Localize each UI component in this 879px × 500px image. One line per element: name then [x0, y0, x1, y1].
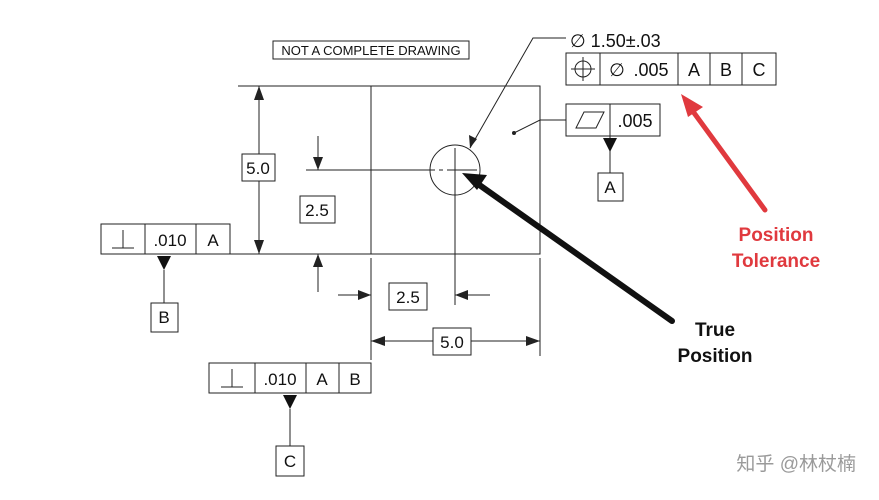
- watermark: 知乎 @林杖楠: [736, 453, 856, 475]
- datum-b-label: B: [158, 308, 169, 327]
- position-symbol-icon: [571, 57, 595, 81]
- width-dimension: 5.0: [371, 258, 541, 356]
- true-position-label-1: True: [695, 320, 735, 341]
- perpendicularity-b-frame: .010 A B: [100, 223, 231, 333]
- position-diameter-symbol: ∅: [609, 60, 625, 80]
- perpendicularity-icon: [112, 230, 134, 249]
- drawing-note: NOT A COMPLETE DRAWING: [272, 40, 470, 60]
- perp-b-datum-a: A: [207, 231, 219, 250]
- flatness-symbol-icon: [575, 111, 605, 129]
- datum-a-triangle: [603, 138, 617, 152]
- hole-x-dimension-value: 2.5: [396, 288, 420, 307]
- hole: [405, 144, 481, 305]
- position-tolerance-label-1: Position: [739, 225, 814, 246]
- position-feature-control-frame: ∅ .005 A B C: [565, 52, 777, 86]
- datum-c-triangle: [283, 395, 297, 409]
- hole-y-dimension: 2.5: [299, 136, 415, 292]
- perp-b-tolerance: .010: [153, 231, 186, 250]
- note-text: NOT A COMPLETE DRAWING: [281, 43, 460, 58]
- position-datum-b: B: [720, 60, 732, 80]
- flatness-tolerance-value: .005: [617, 111, 652, 131]
- height-dimension-value: 5.0: [246, 159, 270, 178]
- hole-y-dimension-value: 2.5: [305, 201, 329, 220]
- hole-diameter-text: ∅ 1.50±.03: [570, 31, 661, 51]
- perp-c-datum-b: B: [349, 370, 360, 389]
- datum-a-label: A: [604, 178, 616, 197]
- flatness-feature-control-frame: .005 A: [512, 103, 661, 202]
- height-dimension: 5.0: [238, 85, 371, 254]
- perpendicularity-icon: [221, 369, 243, 388]
- position-tolerance-arrow: [681, 94, 768, 213]
- hole-x-dimension: 2.5: [338, 258, 490, 360]
- datum-c-label: C: [284, 452, 296, 471]
- position-datum-c: C: [753, 60, 766, 80]
- true-position-label-2: Position: [678, 346, 753, 367]
- perp-c-datum-a: A: [316, 370, 328, 389]
- perpendicularity-c-frame: .010 A B C: [208, 362, 372, 477]
- width-dimension-value: 5.0: [440, 333, 464, 352]
- true-position-arrow: [462, 173, 675, 324]
- hole-diameter-callout: ∅ 1.50±.03: [469, 31, 661, 149]
- position-datum-a: A: [688, 60, 700, 80]
- position-tolerance-label-2: Tolerance: [732, 251, 820, 272]
- perp-c-tolerance: .010: [263, 370, 296, 389]
- datum-b-triangle: [157, 256, 171, 270]
- position-tolerance-value: .005: [633, 60, 668, 80]
